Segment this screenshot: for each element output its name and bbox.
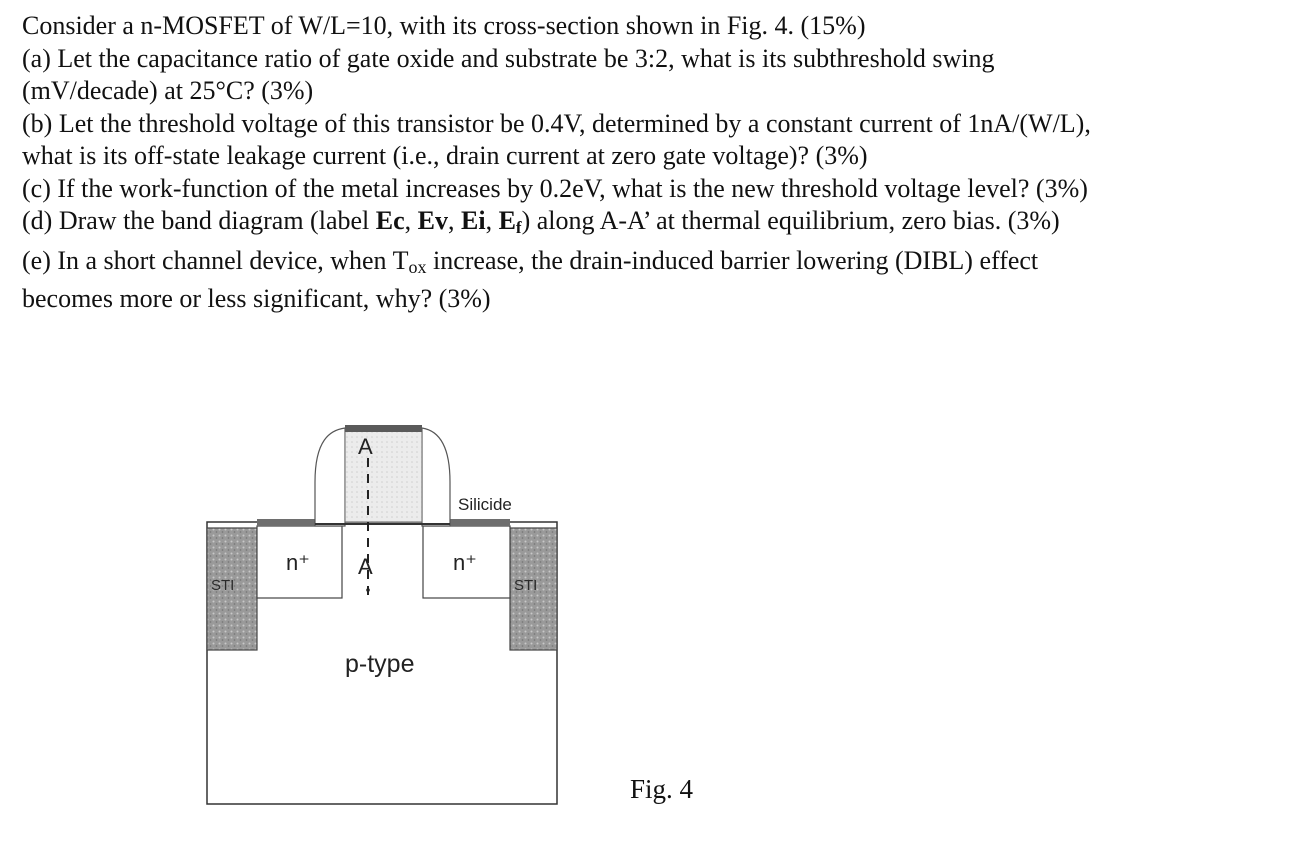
gate-silicide	[345, 425, 422, 432]
question-text: Consider a n-MOSFET of W/L=10, with its …	[22, 10, 1292, 316]
cut-line-end-dot	[366, 588, 370, 592]
label-ev: Ev	[417, 206, 448, 235]
part-a-line1: (a) Let the capacitance ratio of gate ox…	[22, 43, 995, 73]
sti-right-region	[509, 527, 558, 651]
part-d: (d) Draw the band diagram (label Ec, Ev,…	[22, 205, 1292, 245]
mosfet-cross-section-figure: A A Silicide n⁺ n⁺ STI STI p-type	[200, 420, 570, 815]
label-a-bottom: A	[358, 554, 373, 579]
part-b-line2: what is its off-state leakage current (i…	[22, 141, 868, 170]
part-d-post: ) along A-A’ at thermal equilibrium, zer…	[521, 206, 1060, 235]
part-d-pre: (d) Draw the band diagram (label	[22, 206, 376, 235]
part-e-post: increase, the drain-induced barrier lowe…	[426, 245, 1039, 275]
label-sti-left: STI	[211, 577, 234, 594]
label-silicide: Silicide	[458, 495, 512, 514]
source-region	[256, 525, 343, 599]
part-d-sep2: ,	[447, 206, 461, 235]
part-e-line2: becomes more or less significant, why? (…	[22, 284, 491, 313]
label-drain: n⁺	[453, 550, 477, 575]
label-ei: Ei	[460, 206, 486, 235]
label-ec: Ec	[375, 206, 405, 235]
part-e-line1: (e) In a short channel device, when Tox …	[22, 245, 1292, 284]
question-intro: Consider a n-MOSFET of W/L=10, with its …	[22, 11, 866, 40]
label-ef: E	[498, 206, 516, 235]
part-a-line2: (mV/decade) at 25°C? (3%)	[22, 76, 314, 105]
drain-region	[422, 525, 511, 599]
sti-left-region	[206, 527, 258, 651]
silicide-drain	[450, 519, 510, 526]
part-d-sep3: ,	[485, 206, 499, 235]
part-b-line1: (b) Let the threshold voltage of this tr…	[22, 108, 1091, 138]
label-p-type: p-type	[345, 650, 414, 678]
left-spacer	[314, 427, 346, 527]
part-c: (c) If the work-function of the metal in…	[22, 173, 1088, 203]
label-ef-sub: f	[515, 218, 522, 237]
mosfet-cross-section-svg: A A Silicide n⁺ n⁺ STI STI p-type	[206, 425, 558, 805]
label-a-top: A	[358, 434, 373, 459]
part-d-sep1: ,	[404, 206, 418, 235]
silicide-source	[257, 519, 315, 526]
right-spacer	[421, 427, 451, 527]
tox-subscript: ox	[408, 256, 427, 277]
figure-caption: Fig. 4	[630, 774, 694, 804]
gate-electrode	[344, 427, 423, 523]
label-sti-right: STI	[514, 577, 537, 594]
label-source: n⁺	[286, 550, 310, 575]
part-e-pre: (e) In a short channel device, when T	[22, 245, 409, 275]
